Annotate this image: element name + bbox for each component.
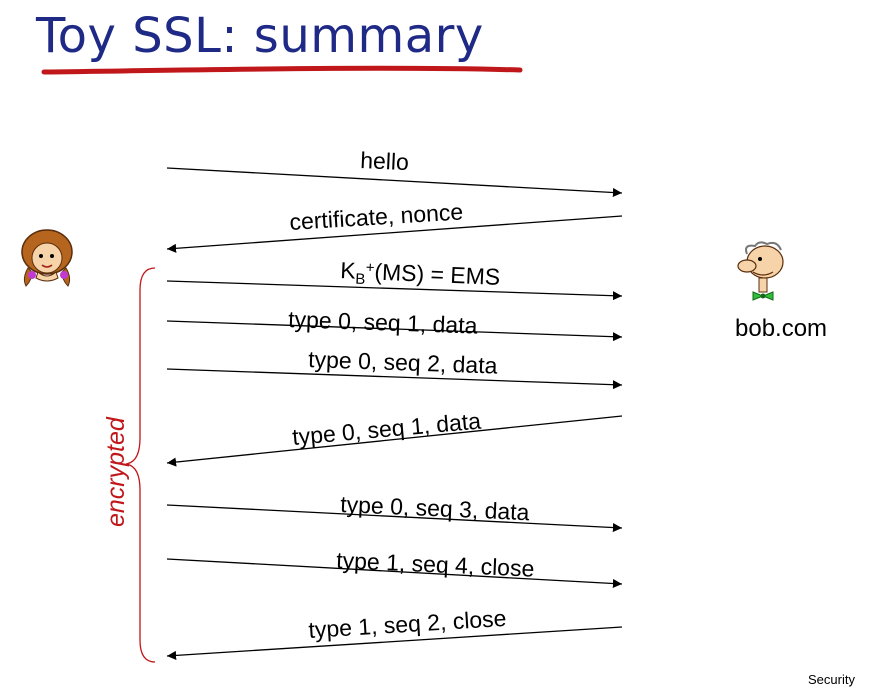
message-arrow bbox=[166, 320, 623, 342]
footer-label: Security bbox=[808, 672, 855, 687]
encrypted-brace bbox=[125, 267, 156, 663]
message-label: type 0, seq 1, data bbox=[291, 408, 482, 450]
message-arrow bbox=[166, 215, 623, 253]
message-arrow bbox=[166, 280, 623, 301]
message-arrow bbox=[166, 167, 623, 198]
message-arrow bbox=[166, 558, 623, 589]
message-label: type 1, seq 4, close bbox=[336, 547, 535, 582]
message-label: hello bbox=[360, 147, 410, 175]
message-arrow bbox=[166, 415, 623, 467]
alice-person-icon bbox=[21, 229, 73, 287]
message-arrow bbox=[166, 504, 623, 533]
message-label: type 0, seq 2, data bbox=[308, 346, 498, 379]
message-arrow bbox=[166, 368, 623, 390]
page-title: Toy SSL: summary bbox=[36, 8, 484, 64]
message-label: type 0, seq 3, data bbox=[340, 491, 530, 525]
bob-label: bob.com bbox=[735, 315, 828, 342]
message-label: type 1, seq 2, close bbox=[308, 605, 507, 643]
message-label: KB+(MS) = EMS bbox=[340, 257, 501, 294]
message-arrow bbox=[166, 626, 623, 660]
encrypted-label: encrypted bbox=[102, 416, 130, 527]
bob-person-icon bbox=[737, 241, 784, 301]
message-label: type 0, seq 1, data bbox=[288, 306, 478, 339]
